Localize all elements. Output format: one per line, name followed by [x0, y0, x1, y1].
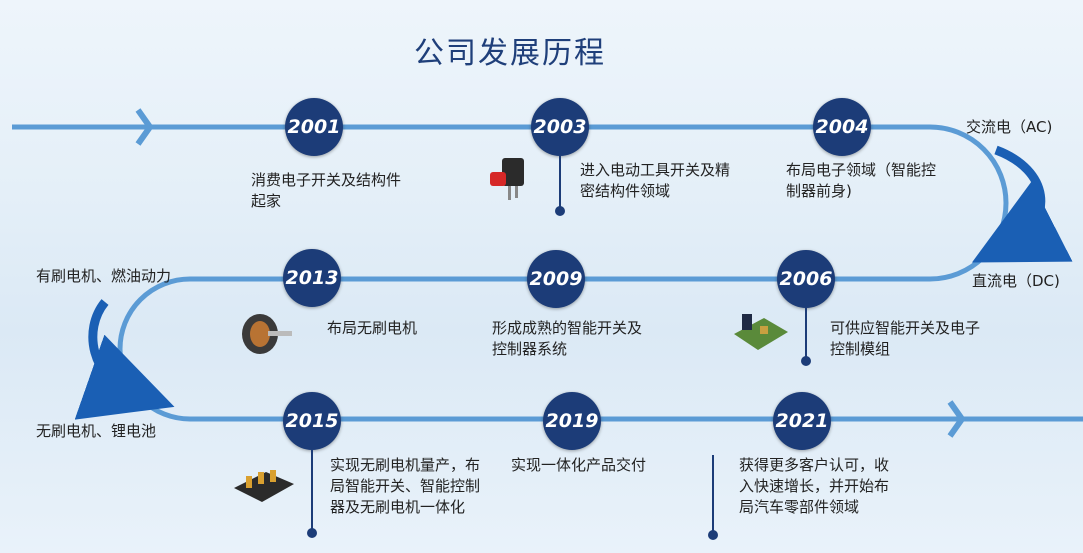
year-2009: 2009 [527, 250, 585, 308]
milestone-text-2021: 获得更多客户认可，收入快速增长，并开始布局汽车零部件领域 [739, 456, 890, 516]
year-2021: 2021 [773, 392, 831, 450]
stem-dot-2006 [801, 356, 811, 366]
year-2004: 2004 [813, 98, 871, 156]
year-2019: 2019 [543, 392, 601, 450]
stem-dot-2021 [708, 530, 718, 540]
year-2003: 2003 [531, 98, 589, 156]
milestone-text-2019: 实现一体化产品交付 [511, 456, 647, 474]
ac-dc-arrow-icon [971, 145, 1073, 263]
brushed-brushless-arrow-icon [74, 299, 175, 420]
control-module-icon [734, 314, 788, 350]
milestone-text-2009: 形成成熟的智能开关及控制器系统 [492, 319, 643, 358]
stem-2003 [559, 156, 561, 208]
year-2006: 2006 [777, 250, 835, 308]
milestone-text-2001: 消费电子开关及结构件起家 [251, 171, 402, 210]
power-tool-switch-icon [490, 158, 524, 200]
label-ac: 交流电（AC) [966, 118, 1053, 136]
chevron-end-icon [947, 400, 966, 438]
stem-dot-2015 [307, 528, 317, 538]
page-title: 公司发展历程 [414, 36, 606, 71]
label-brushless: 无刷电机、锂电池 [36, 422, 157, 440]
milestone-text-2006: 可供应智能开关及电子控制模组 [830, 319, 981, 358]
stem-dot-2003 [555, 206, 565, 216]
stem-2006 [805, 308, 807, 360]
milestone-text-2015: 实现无刷电机量产，布局智能开关、智能控制器及无刷电机一体化 [330, 456, 481, 516]
stem-2021 [712, 455, 714, 533]
milestone-text-2013: 布局无刷电机 [327, 319, 418, 337]
label-brushed: 有刷电机、燃油动力 [36, 267, 172, 285]
chevron-start-icon [135, 108, 154, 146]
milestone-text-2004: 布局电子领域（智能控制器前身) [786, 161, 937, 200]
milestone-text-2003: 进入电动工具开关及精密结构件领域 [580, 161, 731, 200]
year-2015: 2015 [283, 392, 341, 450]
label-dc: 直流电（DC) [972, 272, 1060, 290]
brushless-motor-icon [242, 314, 292, 354]
year-2013: 2013 [283, 249, 341, 307]
integrated-product-icon [234, 470, 294, 502]
stem-2015 [311, 450, 313, 530]
year-2001: 2001 [285, 98, 343, 156]
